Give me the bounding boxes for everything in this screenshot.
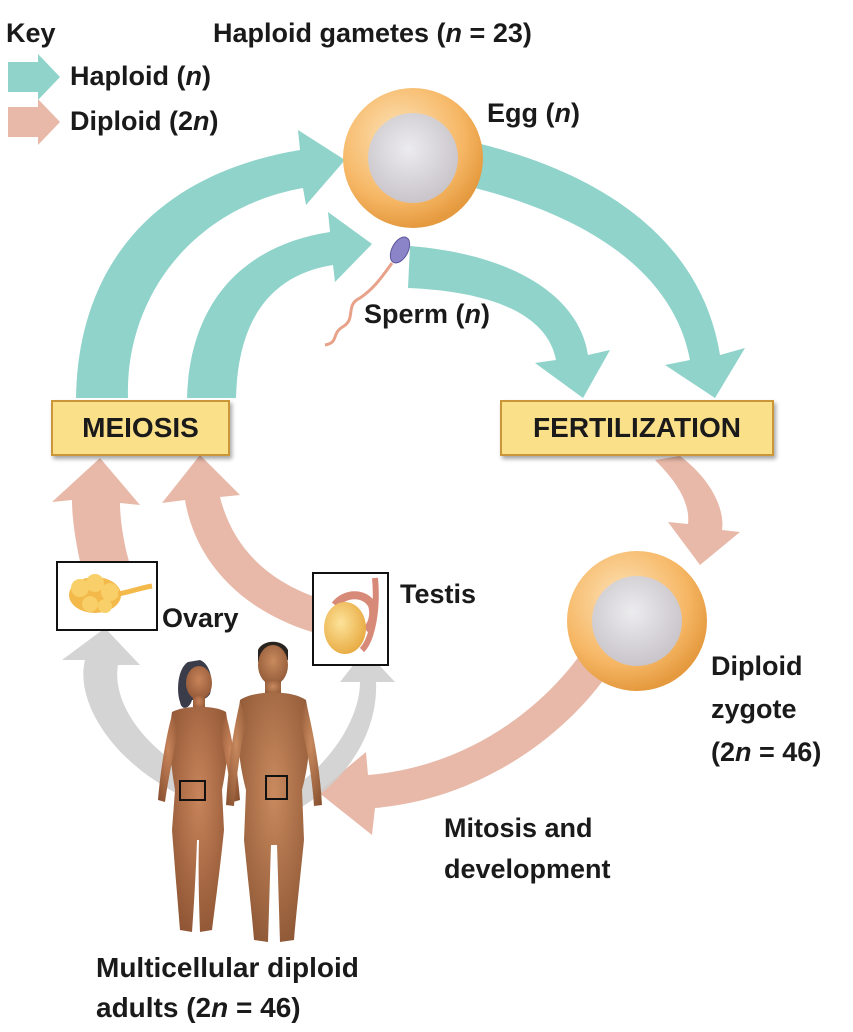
mitosis-label-line2: development [444,854,611,884]
diploid-arc-testis-to-meiosis [162,455,318,632]
key-haploid-label: Haploid (n) [70,61,211,91]
zygote-label-line3: (2n = 46) [711,737,822,767]
testis-inset [312,572,389,666]
inner-haploid-arc-meiosis-to-sperm [187,212,372,398]
gray-arrow-adults-to-testis [290,650,395,808]
testis-label: Testis [400,579,477,609]
zygote-cell [567,551,707,691]
egg-cell [343,88,483,228]
zygote-label-line2: zygote [711,694,797,724]
gray-arrow-adults-to-ovary [62,628,195,795]
key-diploid-label: Diploid (2n) [70,106,219,136]
sperm-cell [324,236,411,347]
diploid-arc-fertilization-to-zygote [655,456,740,565]
man-figure [226,641,322,942]
sperm-label: Sperm (n) [364,299,491,329]
adults-label-line1: Multicellular diploid [96,952,359,983]
mitosis-label-line1: Mitosis and [444,813,593,843]
egg-label: Egg (n) [487,98,580,128]
ovary-inset [56,561,158,631]
key-title: Key [6,18,56,48]
inner-haploid-arc-sperm-to-fertilization [408,246,610,398]
meiosis-box: MEIOSIS [51,400,230,456]
diploid-arc-ovary-to-meiosis [52,458,140,570]
fertilization-box: FERTILIZATION [500,400,774,456]
ovary-label: Ovary [162,603,239,633]
woman-figure [158,660,240,932]
gametes-title: Haploid gametes (n = 23) [213,18,532,48]
outer-haploid-arc-meiosis-to-egg [76,130,345,398]
diploid-key-arrow [8,99,60,145]
zygote-label-line1: Diploid [711,651,803,681]
haploid-key-arrow [8,54,60,100]
adults-label-line2: adults (2n = 46) [96,992,301,1023]
diploid-arc-zygote-to-adults [318,648,612,835]
